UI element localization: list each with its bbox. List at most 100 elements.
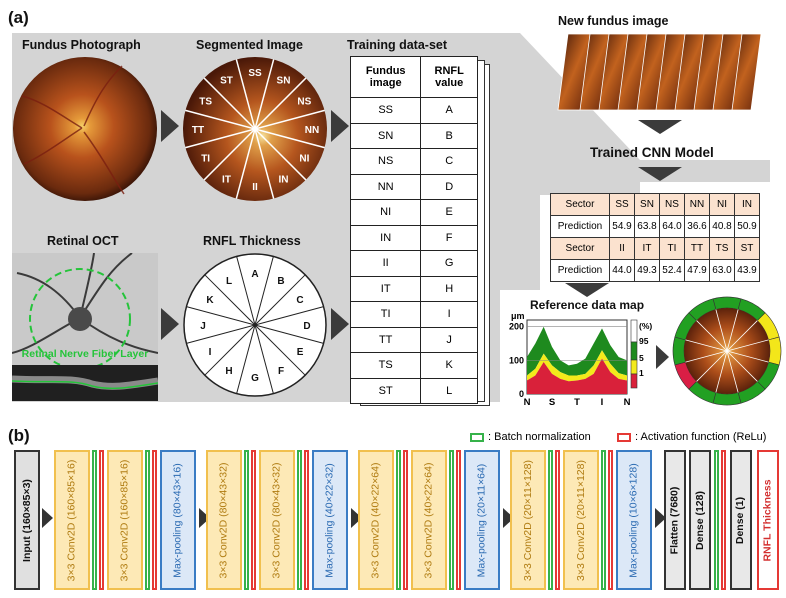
input-layer-label: Input (160×85×3)	[20, 478, 33, 562]
x-tick-label: S	[549, 397, 555, 408]
legend-bn-swatch	[470, 433, 484, 442]
sector-label: SN	[277, 76, 291, 87]
prediction-cell: Sector	[550, 193, 610, 216]
output-fundus-ring	[672, 296, 782, 406]
training-cell-sector: IT	[349, 275, 422, 302]
training-cell-sector: ST	[349, 377, 422, 404]
prediction-cell: SN	[634, 193, 660, 216]
training-cell-rnfl: H	[420, 275, 478, 302]
training-col-fundus: Fundus image	[349, 56, 422, 98]
prediction-cell: Sector	[550, 237, 610, 260]
net-arrow-1	[42, 508, 53, 528]
pool-2-label: Max-pooling (40×22×32)	[323, 462, 336, 578]
pool-block-1: Max-pooling (80×43×16)	[160, 450, 196, 590]
pool-block-3: Max-pooling (20×11×64)	[464, 450, 500, 590]
sector-divider	[186, 324, 256, 344]
bn-bar-2a	[244, 450, 249, 590]
conv-block-4b: 3×3 Conv2D (20×11×128)	[563, 450, 599, 590]
ring-divider	[685, 350, 728, 363]
relu-bar-4b	[608, 450, 613, 590]
prediction-cell: 49.3	[634, 259, 660, 282]
bn-bar-1a	[92, 450, 97, 590]
training-cell-rnfl: C	[420, 148, 478, 175]
prediction-cell: 52.4	[659, 259, 685, 282]
ring-divider	[726, 339, 769, 352]
prediction-cell: 40.8	[709, 215, 735, 238]
sector-label: D	[303, 321, 310, 332]
sector-label: K	[206, 295, 214, 306]
net-arrow-3	[351, 508, 362, 528]
sector-label: B	[277, 276, 284, 287]
sector-divider	[254, 77, 307, 130]
training-cell-rnfl: L	[420, 377, 478, 404]
relu-bar-dense	[721, 450, 726, 590]
training-cell-rnfl: K	[420, 352, 478, 379]
sector-divider	[254, 109, 325, 130]
training-cell-sector: TS	[349, 352, 422, 379]
legend-level: 95	[639, 336, 649, 346]
training-cell-sector: IN	[349, 224, 422, 251]
training-cell-rnfl: I	[420, 301, 478, 328]
conv-block-3b: 3×3 Conv2D (40×22×64)	[411, 450, 447, 590]
sector-label: H	[225, 366, 232, 377]
prediction-cell: 44.0	[609, 259, 635, 282]
ring-segment	[712, 392, 742, 406]
ring-segment	[712, 296, 742, 310]
ring-divider	[726, 350, 739, 393]
sector-divider	[254, 256, 274, 326]
sector-divider	[204, 274, 256, 326]
cnn-model-title: Trained CNN Model	[590, 145, 714, 160]
prediction-cell: TS	[709, 237, 735, 260]
sector-label: II	[252, 182, 258, 193]
training-cell-sector: TT	[349, 326, 422, 353]
prediction-cell: 64.0	[659, 215, 685, 238]
sector-label: TI	[201, 154, 210, 165]
prediction-cell: IN	[734, 193, 760, 216]
arrow-right-2	[331, 110, 349, 142]
dense-128-layer: Dense (128)	[689, 450, 711, 590]
sector-divider	[204, 324, 256, 376]
sector-label: F	[278, 366, 284, 377]
sector-divider	[254, 128, 307, 181]
prediction-cell: IT	[634, 237, 660, 260]
sector-divider	[186, 306, 256, 326]
training-cell-rnfl: F	[420, 224, 478, 251]
prediction-cell: 63.0	[709, 259, 735, 282]
x-tick-label: N	[624, 397, 631, 408]
reference-map-title: Reference data map	[530, 298, 645, 312]
sector-divider	[236, 324, 256, 394]
sector-divider	[203, 128, 256, 181]
sector-label: ST	[220, 76, 233, 87]
ring-divider	[715, 309, 728, 352]
sector-divider	[235, 59, 256, 130]
conv-3b-label: 3×3 Conv2D (40×22×64)	[422, 462, 435, 578]
bn-bar-2b	[297, 450, 302, 590]
sector-label: A	[251, 269, 258, 280]
training-cell-sector: NI	[349, 199, 422, 226]
conv-2b-label: 3×3 Conv2D (80×43×32)	[270, 462, 283, 578]
sector-label: NI	[299, 154, 309, 165]
net-arrow-4	[503, 508, 514, 528]
relu-bar-3b	[456, 450, 461, 590]
ring-divider	[696, 320, 728, 352]
training-cell-sector: TI	[349, 301, 422, 328]
pool-block-4: Max-pooling (10×6×128)	[616, 450, 652, 590]
relu-bar-2a	[251, 450, 256, 590]
retinal-oct-title: Retinal OCT	[47, 234, 119, 248]
sector-divider	[254, 274, 306, 326]
training-dataset-title: Training data-set	[347, 38, 448, 52]
sector-label: NS	[297, 97, 311, 108]
fundus-photograph	[13, 57, 157, 201]
prediction-cell: 54.9	[609, 215, 635, 238]
rnfl-thickness-title: RNFL Thickness	[203, 234, 301, 248]
